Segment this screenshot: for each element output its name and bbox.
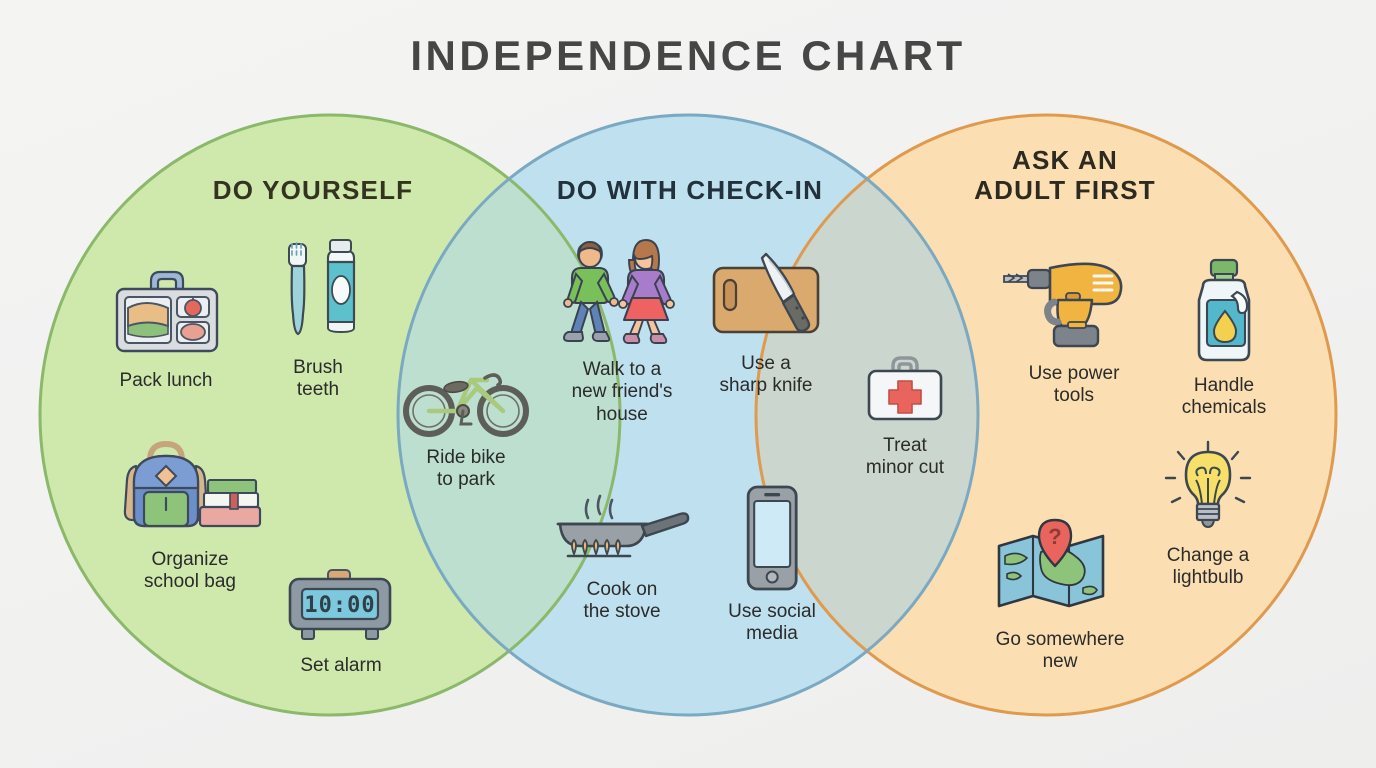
- item-label: Organize school bag: [144, 549, 236, 593]
- item-label: Use a sharp knife: [719, 353, 813, 397]
- smartphone-icon: [728, 484, 816, 597]
- alarm-clock-icon: 10:00: [280, 568, 402, 651]
- lunchbox-icon: [101, 265, 231, 366]
- item-label: Brush teeth: [293, 357, 343, 401]
- zone-heading-ask-an-adult-first: ASK AN ADULT FIRST: [974, 145, 1156, 205]
- venn-outline-right: [754, 113, 1338, 717]
- item-organize-school-bag: Organize school bag: [110, 430, 270, 594]
- item-set-alarm: 10:00 Set alarm: [280, 568, 402, 677]
- chemical-bottle-icon: [1181, 256, 1267, 371]
- item-label: Walk to a new friend's house: [571, 359, 673, 425]
- lightbulb-icon: [1156, 438, 1260, 541]
- item-label: Handle chemicals: [1181, 375, 1267, 419]
- knife-cutting-board-icon: [706, 250, 826, 349]
- first-aid-kit-icon: [859, 352, 951, 431]
- item-label: Set alarm: [300, 655, 382, 676]
- item-go-somewhere-new: ? Go somewhere new: [985, 512, 1135, 674]
- venn-overlap-left: [398, 115, 620, 715]
- item-label: Pack lunch: [119, 370, 213, 391]
- backpack-books-icon: [110, 430, 270, 545]
- item-change-a-lightbulb: Change a lightbulb: [1156, 438, 1260, 590]
- item-use-sharp-knife: Use a sharp knife: [706, 250, 826, 398]
- item-label: Use social media: [728, 601, 816, 645]
- folded-map-pin-icon: ?: [985, 512, 1135, 625]
- item-label: Go somewhere new: [995, 629, 1125, 673]
- svg-text:?: ?: [1048, 524, 1061, 549]
- item-label: Cook on the stove: [583, 579, 661, 623]
- item-ride-bike-to-park: Ride bike to park: [399, 358, 533, 492]
- venn-overlap-right: [756, 115, 978, 715]
- item-pack-lunch: Pack lunch: [101, 265, 231, 392]
- item-label: Change a lightbulb: [1166, 545, 1250, 589]
- two-people-walking-icon: [560, 234, 684, 355]
- toothbrush-toothpaste-icon: [266, 236, 370, 353]
- item-walk-to-new-friends-house: Walk to a new friend's house: [560, 234, 684, 426]
- power-drill-icon: [998, 250, 1150, 359]
- item-treat-minor-cut: Treat minor cut: [859, 352, 951, 480]
- item-cook-on-the-stove: Cook on the stove: [550, 484, 694, 624]
- zone-heading-do-yourself: DO YOURSELF: [212, 175, 414, 205]
- bicycle-icon: [399, 358, 533, 443]
- venn-outline-center: [396, 113, 980, 717]
- item-label: Treat minor cut: [865, 435, 945, 479]
- item-handle-chemicals: Handle chemicals: [1181, 256, 1267, 420]
- item-use-power-tools: Use power tools: [998, 250, 1150, 408]
- item-use-social-media: Use social media: [728, 484, 816, 646]
- item-label: Ride bike to park: [426, 447, 506, 491]
- item-label: Use power tools: [1028, 363, 1120, 407]
- venn-outline-left: [38, 113, 622, 717]
- alarm-clock-display: 10:00: [304, 593, 375, 618]
- zone-heading-do-with-check-in: DO WITH CHECK-IN: [556, 175, 824, 205]
- item-brush-teeth: Brush teeth: [266, 236, 370, 402]
- page-title: INDEPENDENCE CHART: [410, 32, 966, 79]
- frying-pan-stove-icon: [550, 484, 694, 575]
